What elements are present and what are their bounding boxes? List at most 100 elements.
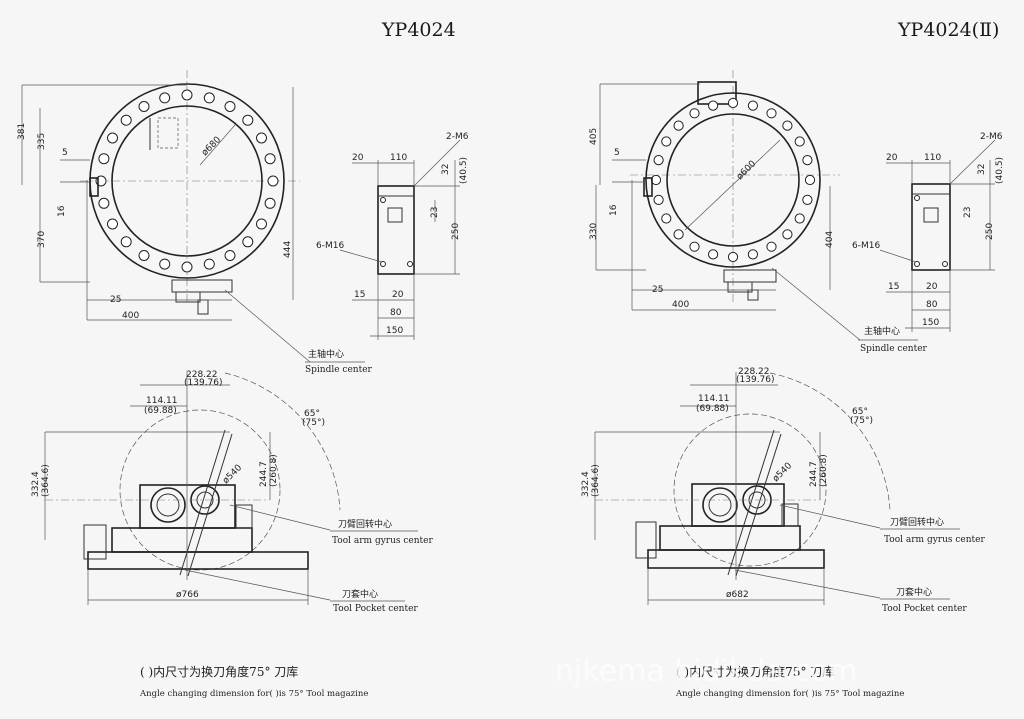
pocket-hole-left [264, 197, 276, 209]
pocket-hole-right [708, 100, 719, 111]
dim-3646-left: (364.6) [41, 464, 51, 497]
ring-inner-right [666, 113, 800, 247]
spindle-en-left: Spindle center [305, 365, 373, 375]
pocket-hole-left [224, 250, 236, 261]
dim-2608-left: (260.8) [269, 454, 279, 487]
arm-en-left: Tool arm gyrus center [332, 536, 433, 546]
dim-110-side-left: 110 [390, 153, 407, 163]
dim-75-left: (75°) [302, 418, 325, 428]
pocket-hole-right [747, 100, 759, 111]
arm-cn-right: 刀臂回转中心 [890, 516, 944, 528]
pocket-hole-right [747, 249, 759, 260]
pocket-hole-right [708, 249, 719, 260]
dim-80-right: 80 [926, 300, 938, 310]
dim-16-left: 16 [57, 205, 67, 217]
pocket-hole-left [98, 153, 110, 165]
left-labels: 主轴中心 Spindle center 刀臂回转中心 Tool arm gyru… [139, 289, 433, 699]
dim-330-right: 330 [589, 223, 599, 240]
pocket-hole-left [256, 132, 267, 144]
dim-405-right: 405 [589, 128, 599, 145]
pocket-hole-right [727, 97, 739, 109]
pocket-hole-right [802, 194, 813, 205]
pocket-hole-left [242, 236, 254, 248]
caption-en-left: Angle changing dimension for( )is 75° To… [139, 688, 368, 699]
pocket-hole-right [766, 108, 777, 119]
right-side-view: 20 110 2-M6 32 (40.5) 23 250 6-M16 15 20… [852, 132, 1005, 332]
pocket-cn-right: 刀套中心 [896, 586, 932, 598]
pocket-hole-left [256, 218, 267, 230]
ring-outer-right [645, 92, 821, 268]
right-labels: 主轴中心 Spindle center 刀臂回转中心 Tool arm gyru… [675, 267, 985, 699]
dim-80-left: 80 [390, 308, 402, 318]
dim-3324-left: 332.4 [31, 471, 41, 497]
arm-en-right: Tool arm gyrus center [884, 535, 985, 545]
dim-20-side-left: 20 [352, 153, 364, 163]
pocket-hole-left [138, 101, 150, 112]
dim-2m6-left: 2-M6 [446, 132, 469, 142]
pocket-hole-right [673, 229, 684, 240]
pocket-hole-right [794, 213, 805, 224]
dim-25-left: 25 [110, 295, 121, 305]
dim-23-right: 23 [963, 207, 973, 218]
dim-444-left: 444 [283, 241, 293, 258]
dim-540-left: ø540 [221, 463, 244, 486]
dia-label-right: ø600 [735, 159, 758, 182]
dim-65-right: 65° [852, 407, 868, 417]
pocket-hole-right [661, 136, 672, 147]
dim-150-right: 150 [922, 318, 939, 328]
title-left: YP4024 [381, 19, 456, 41]
dim-65-left: 65° [304, 409, 320, 419]
pocket-hole-right [673, 120, 684, 131]
arm-cn-left: 刀臂回转中心 [338, 518, 392, 530]
dim-6m16-right: 6-M16 [852, 241, 880, 251]
pocket-hole-left [107, 132, 118, 144]
dim-766-left: ø766 [176, 590, 199, 600]
dim-400-right: 400 [672, 300, 689, 310]
caption-cn-right: ( )内尺寸为换刀角度75° 刀库 [676, 664, 834, 679]
dim-13976-right: (139.76) [736, 375, 775, 385]
title-right: YP4024(Ⅱ) [897, 19, 999, 41]
dim-11411-right: 114.11 [698, 394, 730, 404]
dim-2447-left: 244.7 [259, 461, 269, 487]
caption-en-right: Angle changing dimension for( )is 75° To… [675, 688, 904, 699]
spindle-cn-right: 主轴中心 [864, 325, 900, 337]
dim-3324-right: 332.4 [581, 471, 591, 497]
dim-22822-left: 228.22 [186, 370, 218, 380]
dim-682-right: ø682 [726, 590, 749, 600]
pocket-hole-left [264, 153, 276, 165]
dim-405-left: (40.5) [459, 157, 469, 184]
pocket-hole-left [120, 236, 132, 248]
dim-2m6-right: 2-M6 [980, 132, 1003, 142]
pocket-hole-left [181, 261, 193, 273]
dim-2608-right: (260.8) [819, 454, 829, 487]
left-side-view: 20 110 2-M6 32 (40.5) 23 250 6-M16 15 20… [316, 132, 469, 340]
pocket-hole-left [224, 101, 236, 112]
dim-20b-left: 20 [392, 290, 404, 300]
pocket-hole-right [766, 241, 777, 252]
pocket-hole-right [782, 120, 793, 131]
dim-5-left: 5 [62, 148, 68, 158]
dim-25-right: 25 [652, 285, 663, 295]
left-front-view: ø680 381 335 370 5 16 444 25 400 [17, 70, 300, 321]
pocket-hole-left [120, 114, 132, 126]
dim-404-right: 404 [825, 231, 835, 248]
dim-15-left: 15 [354, 290, 365, 300]
dim-11411-left: 114.11 [146, 396, 178, 406]
dim-6988-right: (69.88) [696, 404, 729, 414]
dim-6m16-left: 6-M16 [316, 241, 344, 251]
ring-inner-left [111, 105, 263, 257]
dim-6988-left: (69.88) [144, 406, 177, 416]
dim-150-left: 150 [386, 326, 403, 336]
pocket-hole-left [138, 250, 150, 261]
dim-23-left: 23 [430, 207, 440, 218]
left-plan-view: 228.22 (139.76) 114.11 (69.88) 65° (75°)… [31, 370, 341, 605]
dim-13976-left: (139.76) [184, 378, 223, 388]
pocket-hole-right [802, 155, 813, 166]
pocket-hole-left [203, 92, 215, 104]
pocket-hole-right [689, 108, 700, 119]
dim-2447-right: 244.7 [809, 461, 819, 487]
pocket-cn-left: 刀套中心 [342, 588, 378, 600]
dim-400-left: 400 [122, 311, 139, 321]
pocket-hole-right [661, 213, 672, 224]
